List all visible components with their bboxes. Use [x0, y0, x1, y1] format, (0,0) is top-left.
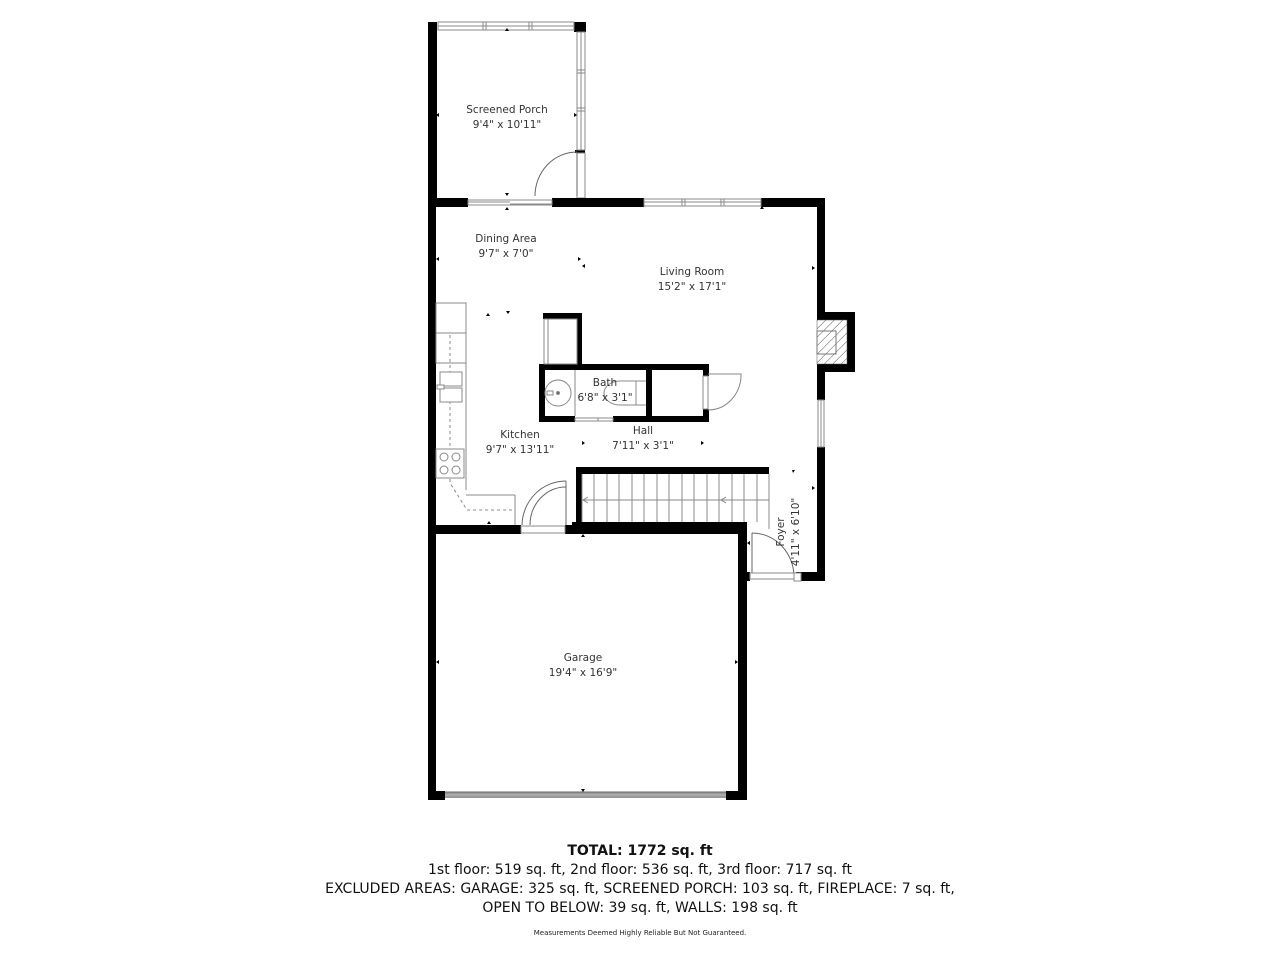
stairs-arrow-icon — [582, 496, 589, 504]
room-label-foyer: Foyer 4'11" x 6'10" — [774, 498, 804, 566]
stove — [435, 448, 465, 479]
kitchen-cabinets — [435, 302, 516, 525]
room-label-garage: Garage 19'4" x 16'9" — [549, 651, 617, 681]
room-name: Kitchen — [500, 429, 540, 441]
room-name: Foyer — [775, 517, 787, 547]
excluded-areas-line-1: EXCLUDED AREAS: GARAGE: 325 sq. ft, SCRE… — [325, 881, 955, 897]
room-dimensions: 4'11" x 6'10" — [790, 497, 802, 567]
room-name: Bath — [592, 377, 618, 389]
room-dimensions: 9'7" x 13'11" — [485, 444, 555, 456]
room-label-hall: Hall 7'11" x 3'1" — [612, 424, 674, 454]
room-name: Hall — [632, 425, 654, 437]
room-label-kitchen: Kitchen 9'7" x 13'11" — [486, 428, 554, 458]
room-label-dining-area: Dining Area 9'7" x 7'0" — [475, 232, 536, 262]
bath-fixtures — [543, 318, 646, 422]
room-dimensions: 19'4" x 16'9" — [548, 667, 618, 679]
sliding-door — [467, 199, 553, 206]
excluded-areas-line-2: OPEN TO BELOW: 39 sq. ft, WALLS: 198 sq.… — [482, 900, 798, 916]
screened-porch-walls — [428, 21, 586, 205]
kitchen-sink — [436, 371, 463, 403]
closet-door — [702, 373, 742, 411]
dimension-markers — [436, 28, 815, 792]
garage-entry-door — [520, 480, 567, 534]
staircase — [572, 467, 770, 529]
porch-door — [534, 151, 578, 197]
room-dimensions: 15'2" x 17'1" — [657, 281, 727, 293]
area-summary: TOTAL: 1772 sq. ft 1st floor: 519 sq. ft… — [0, 842, 1280, 938]
room-dimensions: 7'11" x 3'1" — [612, 440, 674, 452]
room-dimensions: 9'4" x 10'11" — [472, 119, 542, 131]
disclaimer: Measurements Deemed Highly Reliable But … — [533, 929, 747, 937]
room-name: Living Room — [659, 266, 725, 278]
room-name: Dining Area — [475, 233, 537, 245]
side-window — [817, 399, 825, 448]
floor-plan — [428, 21, 855, 800]
room-label-bath: Bath 6'8" x 3'1" — [577, 376, 632, 406]
room-label-screened-porch: Screened Porch 9'4" x 10'11" — [466, 103, 547, 133]
room-label-living-room: Living Room 15'2" x 17'1" — [658, 265, 726, 295]
front-door — [749, 532, 802, 582]
exterior-walls — [428, 198, 855, 800]
bath-walls — [539, 313, 709, 422]
floor-areas: 1st floor: 519 sq. ft, 2nd floor: 536 sq… — [428, 862, 852, 878]
garage-door — [445, 791, 726, 798]
room-dimensions: 9'7" x 7'0" — [478, 248, 534, 260]
room-dimensions: 6'8" x 3'1" — [577, 392, 633, 404]
porch-top-window — [437, 21, 575, 31]
fireplace — [816, 319, 848, 365]
room-name: Garage — [563, 652, 603, 664]
room-name: Screened Porch — [466, 104, 548, 116]
porch-right-window — [576, 31, 586, 199]
total-area: TOTAL: 1772 sq. ft — [567, 843, 713, 859]
living-room-window — [643, 198, 762, 207]
